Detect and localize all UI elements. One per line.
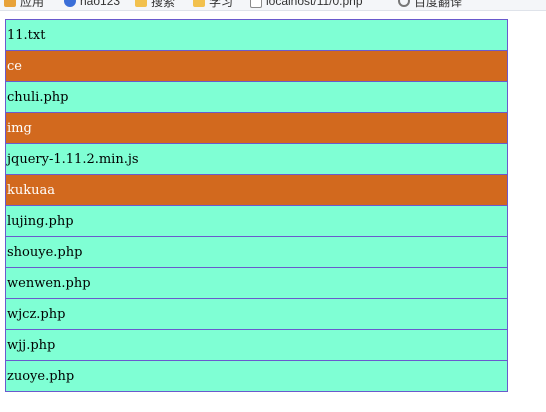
file-row-jquery-min-js[interactable]: jquery-1.11.2.min.js	[5, 143, 508, 175]
bookmark-label: 百度翻译	[414, 0, 463, 9]
folder-icon	[193, 0, 205, 7]
bookmark-baidu-translate[interactable]: 百度翻译	[398, 0, 463, 9]
bookmark-hao123[interactable]: hao123	[64, 0, 120, 8]
dir-row-kukuaa[interactable]: kukuaa	[5, 174, 508, 206]
folder-icon	[135, 0, 147, 7]
file-row-zuoye-php[interactable]: zuoye.php	[5, 360, 508, 392]
globe-icon	[64, 0, 76, 7]
file-row-chuli-php[interactable]: chuli.php	[5, 81, 508, 113]
bookmark-label: 学习	[209, 0, 234, 9]
bookmark-label: localhost/11/0.php	[266, 0, 363, 8]
file-row-wjcz-php[interactable]: wjcz.php	[5, 298, 508, 330]
bookmark-label: 应用	[20, 0, 45, 9]
bookmarks-bar: 应用 hao123 搜索 学习 localhost/11/0.php 百度翻译	[0, 0, 546, 11]
dir-row-img[interactable]: img	[5, 112, 508, 144]
file-row-wjj-php[interactable]: wjj.php	[5, 329, 508, 361]
file-row-lujing-php[interactable]: lujing.php	[5, 205, 508, 237]
bookmark-localhost[interactable]: localhost/11/0.php	[250, 0, 363, 8]
page-icon	[250, 0, 262, 8]
bookmark-label: hao123	[80, 0, 121, 8]
dir-row-ce[interactable]: ce	[5, 50, 508, 82]
bookmark-search-folder[interactable]: 搜索	[135, 0, 176, 9]
file-row-wenwen-php[interactable]: wenwen.php	[5, 267, 508, 299]
search-icon	[398, 0, 410, 7]
bookmark-apps[interactable]: 应用	[4, 0, 45, 9]
apps-icon	[4, 0, 16, 7]
file-list: 11.txt ce chuli.php img jquery-1.11.2.mi…	[5, 19, 508, 392]
bookmark-label: 搜索	[151, 0, 176, 9]
file-row-shouye-php[interactable]: shouye.php	[5, 236, 508, 268]
file-row-11-txt[interactable]: 11.txt	[5, 19, 508, 51]
bookmark-study-folder[interactable]: 学习	[193, 0, 234, 9]
